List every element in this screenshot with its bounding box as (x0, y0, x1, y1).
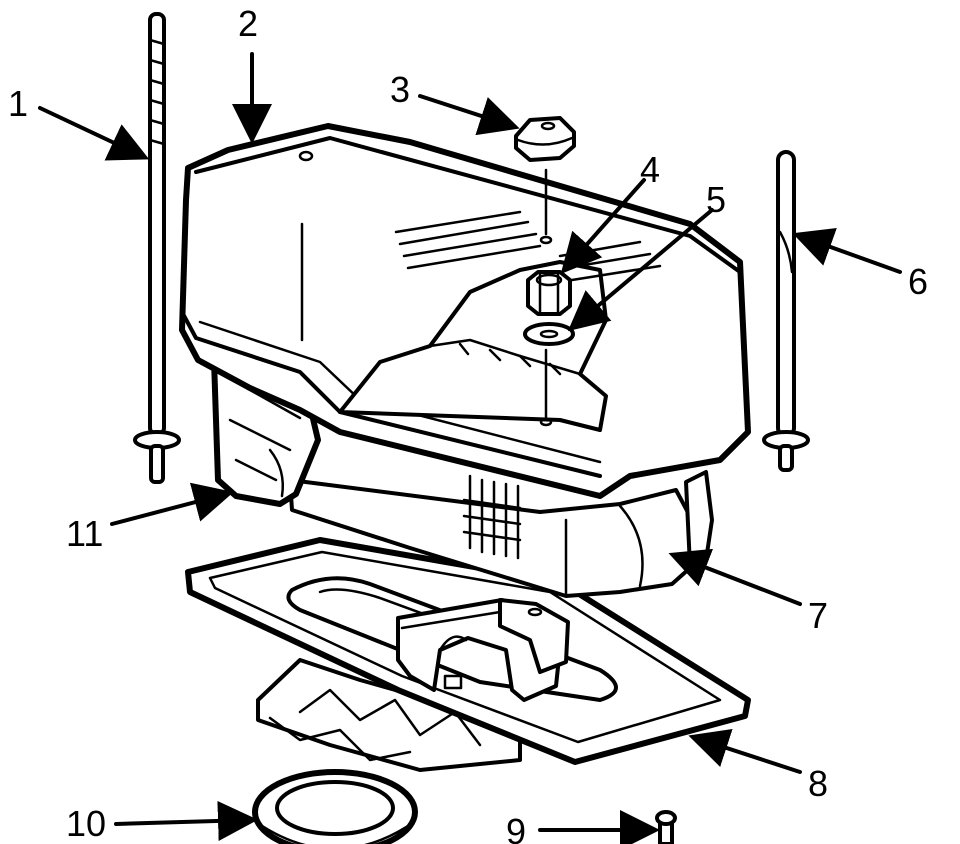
leader-7 (668, 548, 802, 606)
callout-10: 10 (66, 803, 106, 844)
long-stud (133, 12, 181, 484)
short-stud (762, 150, 810, 472)
callout-9: 9 (506, 811, 526, 844)
callout-7: 7 (808, 595, 828, 636)
wing-nut (526, 270, 572, 316)
callout-5: 5 (706, 179, 726, 220)
callout-labels: 1 2 3 4 5 6 7 8 9 10 11 (8, 3, 928, 844)
gasket-ring (252, 769, 418, 844)
callout-2: 2 (238, 3, 258, 44)
callout-8: 8 (808, 763, 828, 804)
leader-10 (114, 800, 258, 841)
cover-housing (179, 123, 751, 499)
callout-3: 3 (390, 69, 410, 110)
leader-5 (567, 208, 714, 332)
cover-knob (514, 116, 576, 162)
screw (655, 810, 677, 844)
callout-4: 4 (640, 149, 660, 190)
leader-3 (418, 94, 520, 136)
leader-4 (560, 178, 646, 274)
callout-11: 11 (66, 513, 103, 554)
leader-6 (792, 228, 902, 274)
callout-1: 1 (8, 83, 28, 124)
leader-8 (688, 728, 802, 774)
leader-11 (110, 482, 234, 526)
leader-lines (38, 52, 902, 844)
callout-6: 6 (908, 261, 928, 302)
washer (523, 322, 575, 346)
leader-1 (38, 106, 150, 161)
base-tray (185, 537, 751, 772)
